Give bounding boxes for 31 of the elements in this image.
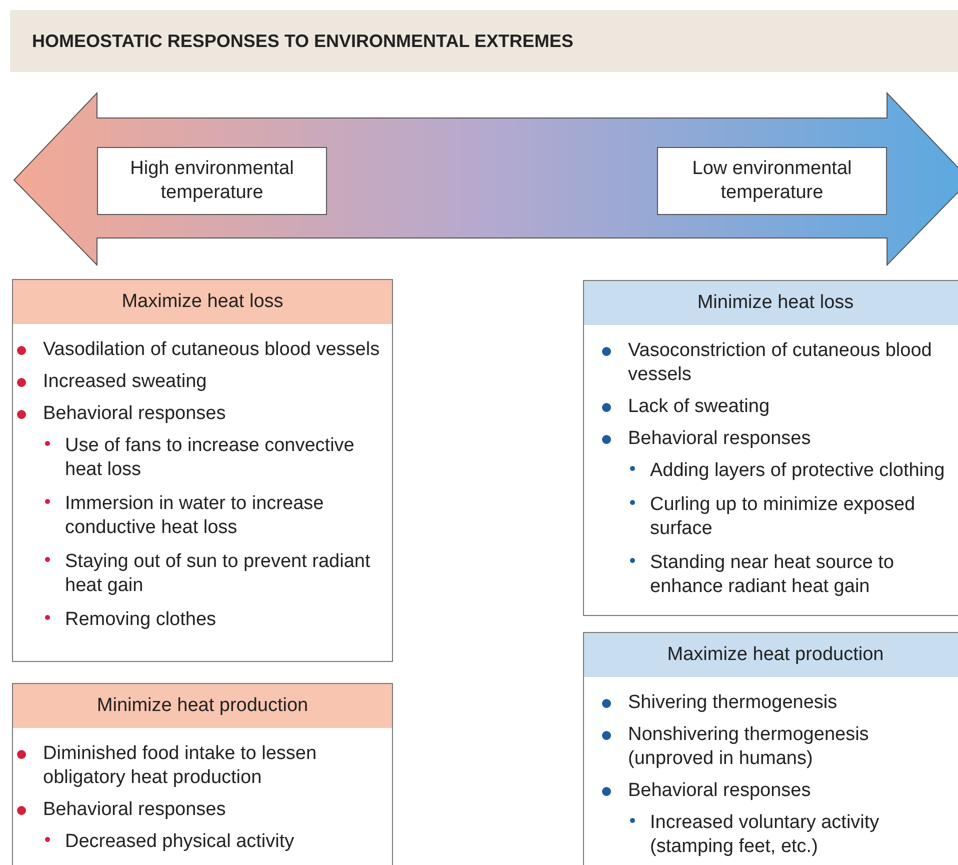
list-item: Shivering thermogenesis (628, 691, 838, 715)
list-item: Vasodilation of cutaneous blood vessels (43, 338, 381, 362)
label-box: High environmental temperature (97, 147, 327, 215)
list-item: Vasoconstriction of cutaneous blood vessels (628, 339, 933, 387)
list-item: Increased voluntary activity (stamping feet, etc.) (650, 811, 880, 859)
panel-heading: Maximize heat loss (13, 280, 392, 324)
list-item: Increased sweating (43, 370, 208, 394)
list-item: Behavioral responses (628, 427, 812, 451)
list-item: Behavioral responses (43, 402, 227, 426)
list-item: Adding layers of protective clothing (650, 459, 946, 483)
list-item: Standing near heat source to enhance radiant heat gain (650, 551, 896, 599)
info-panel (583, 632, 958, 865)
list-item: Decreased physical activity (65, 830, 296, 854)
list-item: Behavioral responses (628, 779, 812, 803)
info-panel (583, 280, 958, 616)
list-item: Staying out of sun to prevent radiant heat gain (65, 550, 372, 598)
list-item: Diminished food intake to lessen obligatory heat production (43, 742, 318, 790)
list-item: Immersion in water to increase conductive heat loss (65, 492, 325, 540)
list-item: Nonshivering thermogenesis (unproved in humans) (628, 723, 870, 771)
panel-heading: Minimize heat production (13, 684, 392, 728)
list-item: Curling up to minimize exposed surface (650, 493, 916, 541)
panel-heading: Minimize heat loss (584, 281, 958, 325)
title: HOMEOSTATIC RESPONSES TO ENVIRONMENTAL EXTREMES (10, 10, 958, 72)
label-box: Low environmental temperature (657, 147, 887, 215)
panel-heading: Maximize heat production (584, 633, 958, 677)
list-item: Behavioral responses (43, 798, 227, 822)
list-item: Lack of sweating (628, 395, 771, 419)
list-item: Removing clothes (65, 608, 218, 632)
info-panel (12, 683, 393, 865)
list-item: Use of fans to increase convective heat loss (65, 434, 356, 482)
info-panel (12, 279, 393, 662)
